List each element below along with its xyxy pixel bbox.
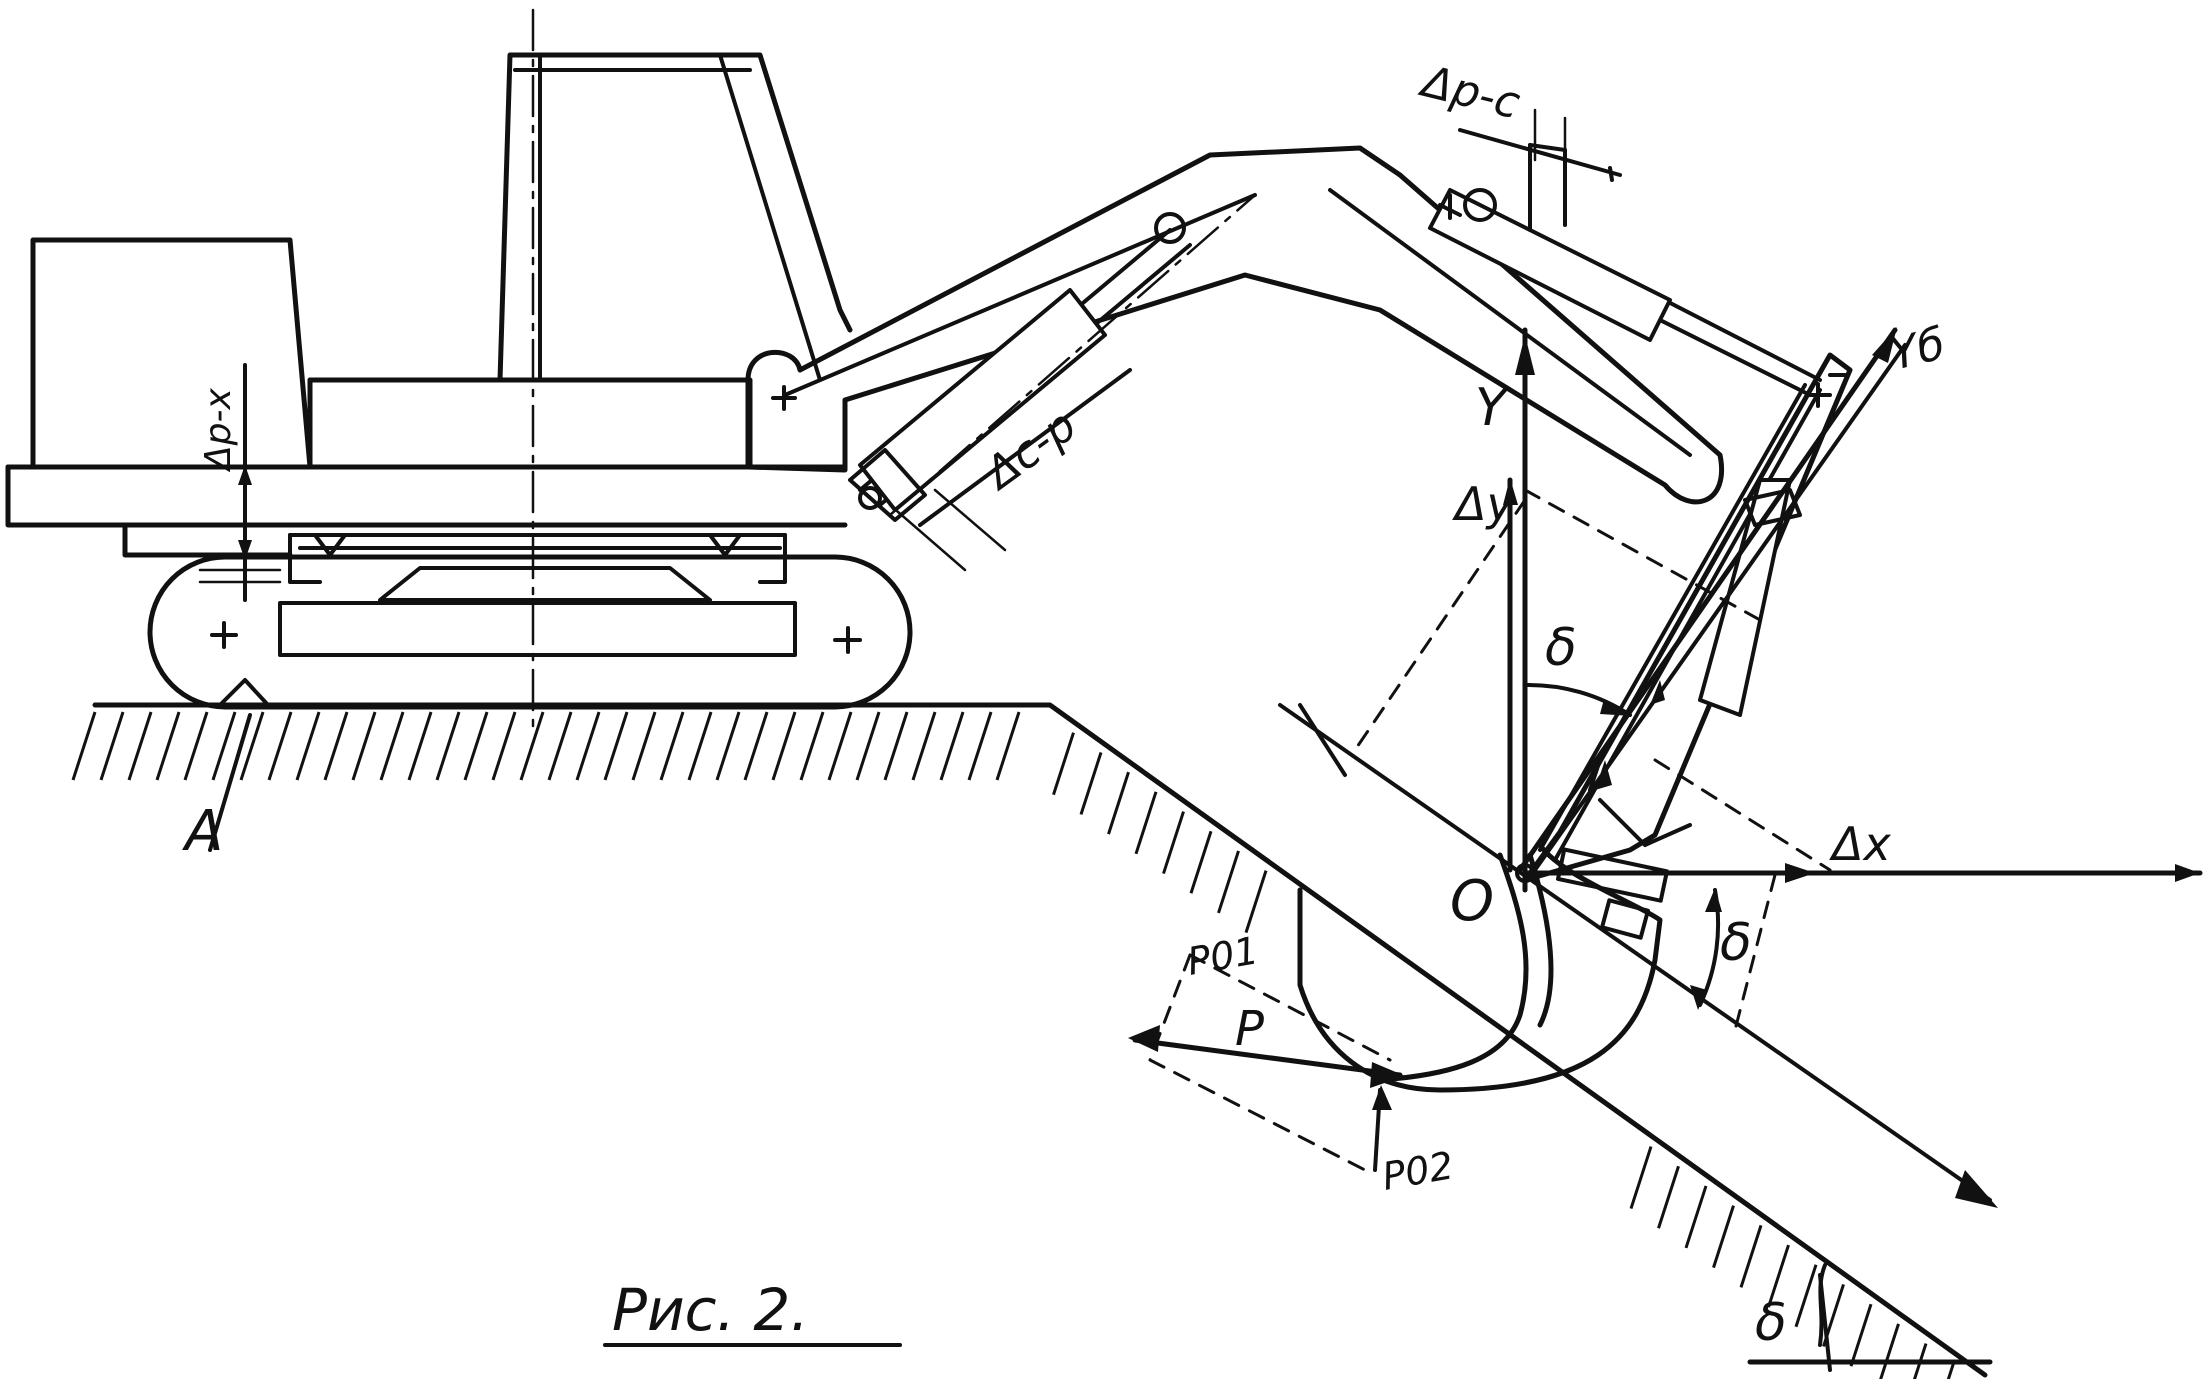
hatch-stroke xyxy=(491,711,517,781)
hatch-stroke xyxy=(1684,1185,1708,1249)
upper-structure xyxy=(5,8,853,732)
hatch-stroke xyxy=(547,711,573,781)
label-origin-o: O xyxy=(1450,869,1494,934)
hatch-stroke xyxy=(351,711,377,781)
hatch-stroke xyxy=(1217,850,1240,914)
hatch-stroke xyxy=(267,711,293,781)
hatch-stroke xyxy=(659,711,685,781)
hatch-stroke xyxy=(631,711,657,781)
hatch-stroke xyxy=(799,711,825,781)
label-axis-yb: Yб xyxy=(1885,318,1950,381)
label-delta-y: Δy xyxy=(1452,477,1514,531)
hatch-stroke xyxy=(1946,1362,1955,1379)
hatch-stroke xyxy=(71,711,97,781)
force-lines xyxy=(1128,703,1998,1208)
hatch-stroke xyxy=(295,711,321,781)
hatch-stroke xyxy=(519,711,545,781)
figure-caption: Рис. 2. xyxy=(612,1276,809,1344)
hatch-stroke xyxy=(911,711,937,781)
hatch-stroke xyxy=(883,711,909,781)
hatch-stroke xyxy=(743,711,769,781)
hatch-stroke xyxy=(1629,1146,1653,1209)
bucket xyxy=(1297,842,1669,1093)
hatch-stroke xyxy=(323,711,349,781)
hatch-stroke xyxy=(379,711,405,781)
label-point-a: A xyxy=(182,799,223,864)
hatch-stroke xyxy=(407,711,433,781)
label-delta-r-x: Δр-х xyxy=(198,388,239,473)
stick-cylinder xyxy=(1428,143,1822,397)
hatch-stroke xyxy=(463,711,489,781)
hatch-stroke xyxy=(1134,791,1158,855)
hatch-stroke xyxy=(435,711,461,781)
support-a xyxy=(208,678,270,852)
label-force-p01: P01 xyxy=(1184,928,1262,984)
hatch-stroke xyxy=(687,711,713,781)
hatch-stroke xyxy=(1162,811,1185,874)
label-delta-p-c: Δр-с xyxy=(1414,55,1524,129)
hatch-stroke xyxy=(1879,1323,1900,1379)
label-axis-y: Y xyxy=(1475,378,1511,438)
hatch-stroke xyxy=(939,711,965,781)
hatch-stroke xyxy=(771,711,797,781)
ground-hatching xyxy=(71,711,1955,1379)
crawler-track xyxy=(147,533,913,710)
hatch-stroke xyxy=(1712,1205,1735,1269)
label-angle-delta-2: δ xyxy=(1720,913,1752,973)
hatch-stroke xyxy=(1052,732,1075,796)
hatch-stroke xyxy=(1107,771,1130,835)
hatch-stroke xyxy=(995,711,1021,781)
boom xyxy=(745,145,1724,505)
coordinate-axes xyxy=(1298,327,2203,1032)
label-delta-x: Δx xyxy=(1829,817,1891,871)
hatch-stroke xyxy=(1913,1343,1928,1379)
label-force-p: P xyxy=(1235,1001,1264,1057)
ground-line xyxy=(92,702,1988,1378)
hatch-stroke xyxy=(211,711,237,781)
hatch-stroke xyxy=(1849,1303,1873,1367)
hatch-stroke xyxy=(603,711,629,781)
hatch-stroke xyxy=(239,711,265,781)
arrow-head xyxy=(1955,1170,1998,1208)
hatch-stroke xyxy=(155,711,181,781)
hatch-stroke xyxy=(1189,830,1213,894)
hatch-stroke xyxy=(99,711,125,781)
hatch-stroke xyxy=(1079,751,1103,815)
hatch-stroke xyxy=(127,711,153,781)
label-force-p02: P02 xyxy=(1379,1143,1457,1199)
boom-cylinder xyxy=(848,193,1257,522)
hatch-stroke xyxy=(967,711,993,781)
dimension-marks xyxy=(238,108,1993,1372)
hatch-stroke xyxy=(1244,870,1268,934)
hatch-stroke xyxy=(1739,1224,1763,1288)
hatch-stroke xyxy=(855,711,881,781)
hatch-stroke xyxy=(827,711,853,781)
hatch-stroke xyxy=(715,711,741,781)
hatch-stroke xyxy=(1657,1165,1680,1229)
label-angle-delta-1: δ xyxy=(1545,618,1577,678)
hatch-stroke xyxy=(1794,1264,1818,1328)
hatch-stroke xyxy=(1767,1244,1790,1308)
hatch-stroke xyxy=(575,711,601,781)
label-angle-delta-3: δ xyxy=(1755,1293,1787,1353)
hatch-stroke xyxy=(183,711,209,781)
